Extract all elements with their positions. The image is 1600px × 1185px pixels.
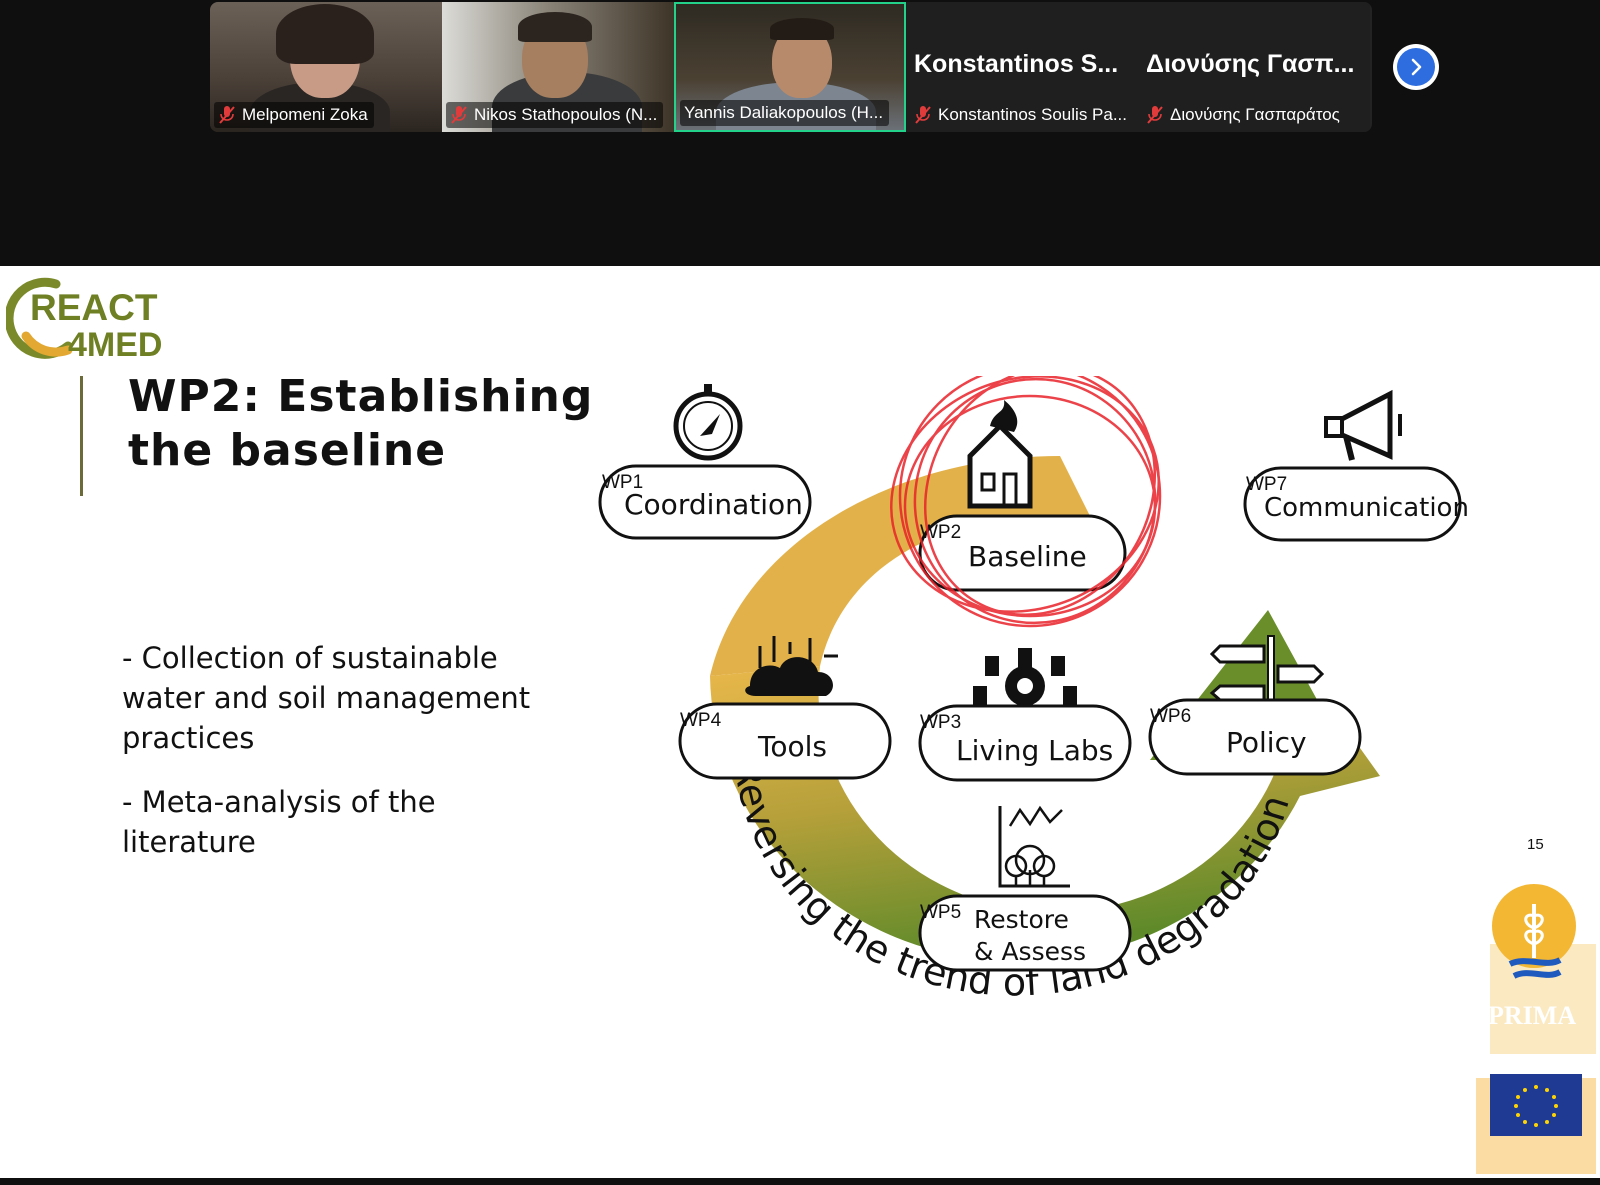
react4med-logo: REACT 4MED: [6, 276, 176, 360]
wp6-node[interactable]: WP6 Policy: [1150, 610, 1360, 774]
page-number: 15: [1527, 836, 1544, 853]
wp3-code: WP3: [920, 712, 961, 733]
wp5-label: Restore: [974, 905, 1069, 934]
participant-name-tag: Nikos Stathopoulos (N...: [446, 102, 663, 128]
logo-line2: 4MED: [68, 326, 162, 360]
mic-muted-icon: [1146, 105, 1164, 125]
people-gear-icon: [973, 648, 1077, 706]
prima-eu-logo: PRIMA: [1476, 884, 1596, 1174]
wp-cycle-diagram: Reversing the trend of land degradation …: [590, 376, 1490, 1076]
wp3-label: Living Labs: [956, 734, 1113, 767]
participant-name: Konstantinos Soulis Pa...: [938, 102, 1127, 128]
wp7-label: Communication: [1264, 493, 1469, 523]
next-page-button[interactable]: [1393, 44, 1439, 90]
burning-house-icon: [970, 400, 1030, 506]
participant-hair: [518, 12, 592, 42]
wp1-node[interactable]: WP1 Coordination: [600, 384, 810, 538]
prima-text: PRIMA: [1488, 1001, 1576, 1030]
wp2-label: Baseline: [968, 540, 1087, 573]
wp5-label-line2: & Assess: [974, 937, 1086, 966]
wp6-code: WP6: [1150, 706, 1191, 727]
participant-hair: [276, 4, 374, 64]
participant-display-name: Διονύσης Γασπ...: [1146, 50, 1354, 79]
participant-name-tag: Melpomeni Zoka: [214, 102, 374, 128]
wp5-code: WP5: [920, 902, 961, 923]
shared-slide: REACT 4MED WP2: Establishing the baselin…: [0, 266, 1600, 1178]
participant-display-name: Konstantinos S...: [914, 50, 1118, 79]
wp6-label: Policy: [1226, 726, 1307, 759]
participant-name: Nikos Stathopoulos (N...: [474, 102, 657, 128]
wp4-label: Tools: [757, 730, 827, 763]
mic-muted-icon: [914, 105, 932, 125]
participant-name: Melpomeni Zoka: [242, 102, 368, 128]
participant-tile-5[interactable]: Διονύσης Γασπ... Διονύσης Γασπαράτος: [1138, 2, 1370, 132]
logo-line1: REACT: [30, 287, 158, 328]
bullet-1: - Collection of sustainable water and so…: [122, 638, 562, 758]
wp5-node[interactable]: WP5 Restore & Assess: [920, 806, 1130, 970]
wp7-code: WP7: [1246, 474, 1287, 495]
megaphone-icon: [1326, 394, 1400, 460]
participant-tile-3-active-speaker[interactable]: Yannis Daliakopoulos (H...: [674, 2, 906, 132]
mic-muted-icon: [450, 105, 468, 125]
slide-title: WP2: Establishing the baseline: [128, 370, 598, 478]
tree-chart-icon: [1000, 806, 1070, 886]
chevron-right-icon: [1397, 48, 1435, 86]
participant-tile-2[interactable]: Nikos Stathopoulos (N...: [442, 2, 674, 132]
compass-icon: [676, 384, 740, 458]
participant-name: Yannis Daliakopoulos (H...: [684, 100, 883, 126]
bullet-2: - Meta-analysis of the literature: [122, 782, 562, 862]
participant-name-tag: Konstantinos Soulis Pa...: [910, 102, 1133, 128]
wp1-label: Coordination: [624, 488, 803, 521]
wp4-code: WP4: [680, 710, 722, 731]
participant-name: Διονύσης Γασπαράτος: [1170, 102, 1340, 128]
wp7-node[interactable]: WP7 Communication: [1245, 394, 1469, 540]
participant-strip: Melpomeni Zoka Nikos Stathopoulos (N... …: [210, 2, 1372, 132]
participant-hair: [770, 18, 834, 40]
participant-tile-1[interactable]: Melpomeni Zoka: [210, 2, 442, 132]
participant-tile-4[interactable]: Konstantinos S... Konstantinos Soulis Pa…: [906, 2, 1138, 132]
title-accent-bar: [80, 376, 83, 496]
participant-name-tag: Διονύσης Γασπαράτος: [1142, 102, 1346, 128]
participant-name-tag: Yannis Daliakopoulos (H...: [680, 100, 889, 126]
mic-muted-icon: [218, 105, 236, 125]
wp3-node[interactable]: WP3 Living Labs: [920, 648, 1130, 780]
